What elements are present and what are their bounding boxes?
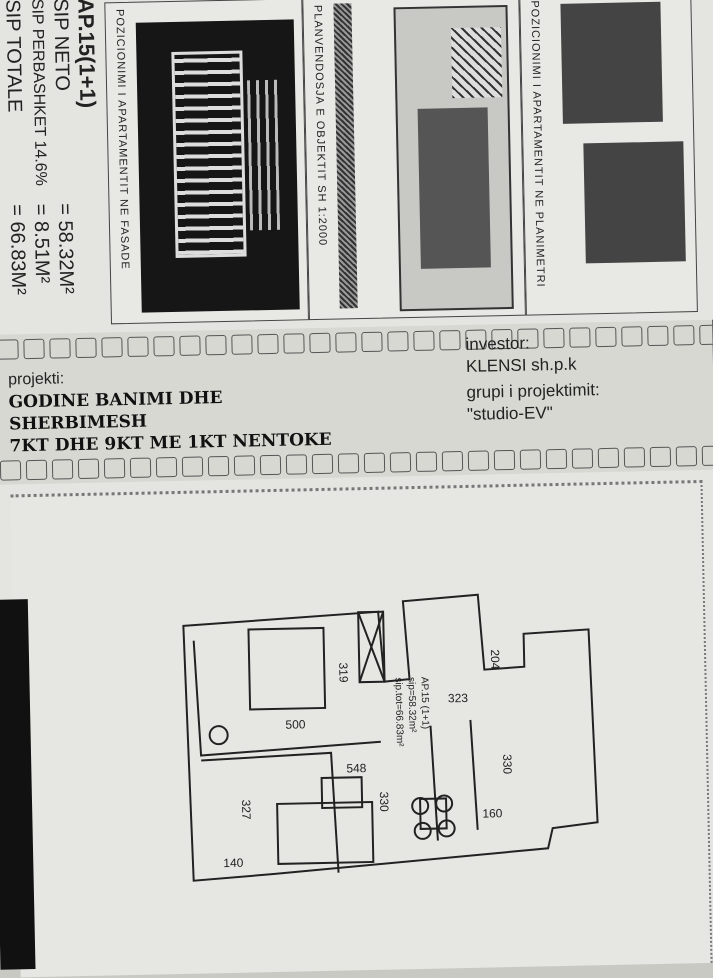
floor-plan: 500 319 323 204 548 330 330 160 327 140 … [182, 593, 599, 882]
plan-label-sip-total: sip.tot=66.83m² [392, 677, 404, 747]
dim-204: 204 [488, 649, 502, 670]
sip-neto-label: SIP NETO [49, 0, 74, 92]
floor-position-image [560, 1, 663, 124]
dim-327: 327 [239, 799, 253, 820]
panel-floor-position: POZICIONIMI I APARTAMENTIT NE PLANIMETRI [519, 0, 698, 316]
panel-floor-position-title: POZICIONIMI I APARTAMENTIT NE PLANIMETRI [528, 0, 547, 288]
sip-perbashket-label: SIP PERBASHKET 14.6% [28, 0, 50, 187]
title-block: projekti: GODINE BANIMI DHE SHERBIMESH 7… [0, 319, 713, 485]
dim-160: 160 [482, 806, 503, 820]
dim-548: 548 [346, 761, 367, 775]
dim-323: 323 [448, 691, 469, 705]
investor-name: KLENSI sh.p.k [465, 354, 577, 376]
project-line-1: GODINE BANIMI DHE [8, 388, 223, 413]
panel-site-plan-title: PLANVENDOSJA E OBJEKTIT SH 1:2000 [311, 4, 329, 247]
sip-totale-value: = 66.83M² [5, 204, 30, 296]
panel-facade-title: POZICIONIMI I APARTAMENTIT NE FASADE [113, 8, 131, 270]
apartment-id: AP.15(1+1) [73, 0, 101, 109]
facade-image [135, 19, 300, 313]
dim-140: 140 [223, 856, 244, 870]
dim-330-living: 330 [377, 792, 391, 813]
investor-label: investor: [465, 333, 530, 354]
design-group-label: grupi i projektimit: [466, 380, 600, 402]
dim-500: 500 [285, 717, 306, 731]
dim-330-bath: 330 [500, 754, 514, 775]
sip-neto-value: = 58.32M² [53, 203, 78, 295]
plan-label-apartment: AP.15 (1+1) [418, 677, 430, 730]
project-label: projekti: [7, 370, 65, 389]
site-plan-image [393, 4, 514, 312]
panel-site-plan: PLANVENDOSJA E OBJEKTIT SH 1:2000 [302, 0, 526, 321]
project-line-2: SHERBIMESH [8, 411, 148, 435]
sip-totale-label: SIP TOTALE [1, 0, 26, 113]
project-line-3: 7KT DHE 9KT ME 1KT NENTOKE [9, 429, 332, 457]
box-row-top [0, 324, 713, 360]
dim-319: 319 [336, 662, 350, 683]
sip-perbashket-value: = 8.51M² [29, 203, 54, 284]
panel-facade: POZICIONIMI I APARTAMENTIT NE FASADE [104, 0, 309, 325]
plan-label-sip: sip=58.32m² [405, 677, 417, 733]
design-group-name: "studio-EV" [466, 403, 553, 424]
road [333, 3, 358, 309]
